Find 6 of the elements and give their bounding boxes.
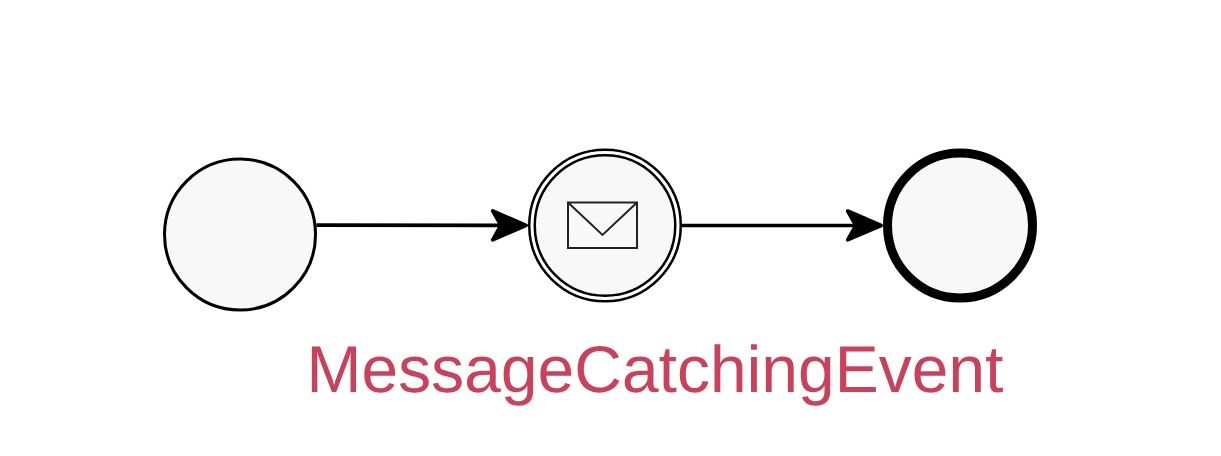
event-label: MessageCatchingEvent <box>311 344 1003 406</box>
arrow <box>682 209 883 242</box>
circle <box>163 157 317 312</box>
arrow <box>316 209 528 242</box>
thick-circle <box>883 148 1037 303</box>
double-circle <box>528 148 682 303</box>
